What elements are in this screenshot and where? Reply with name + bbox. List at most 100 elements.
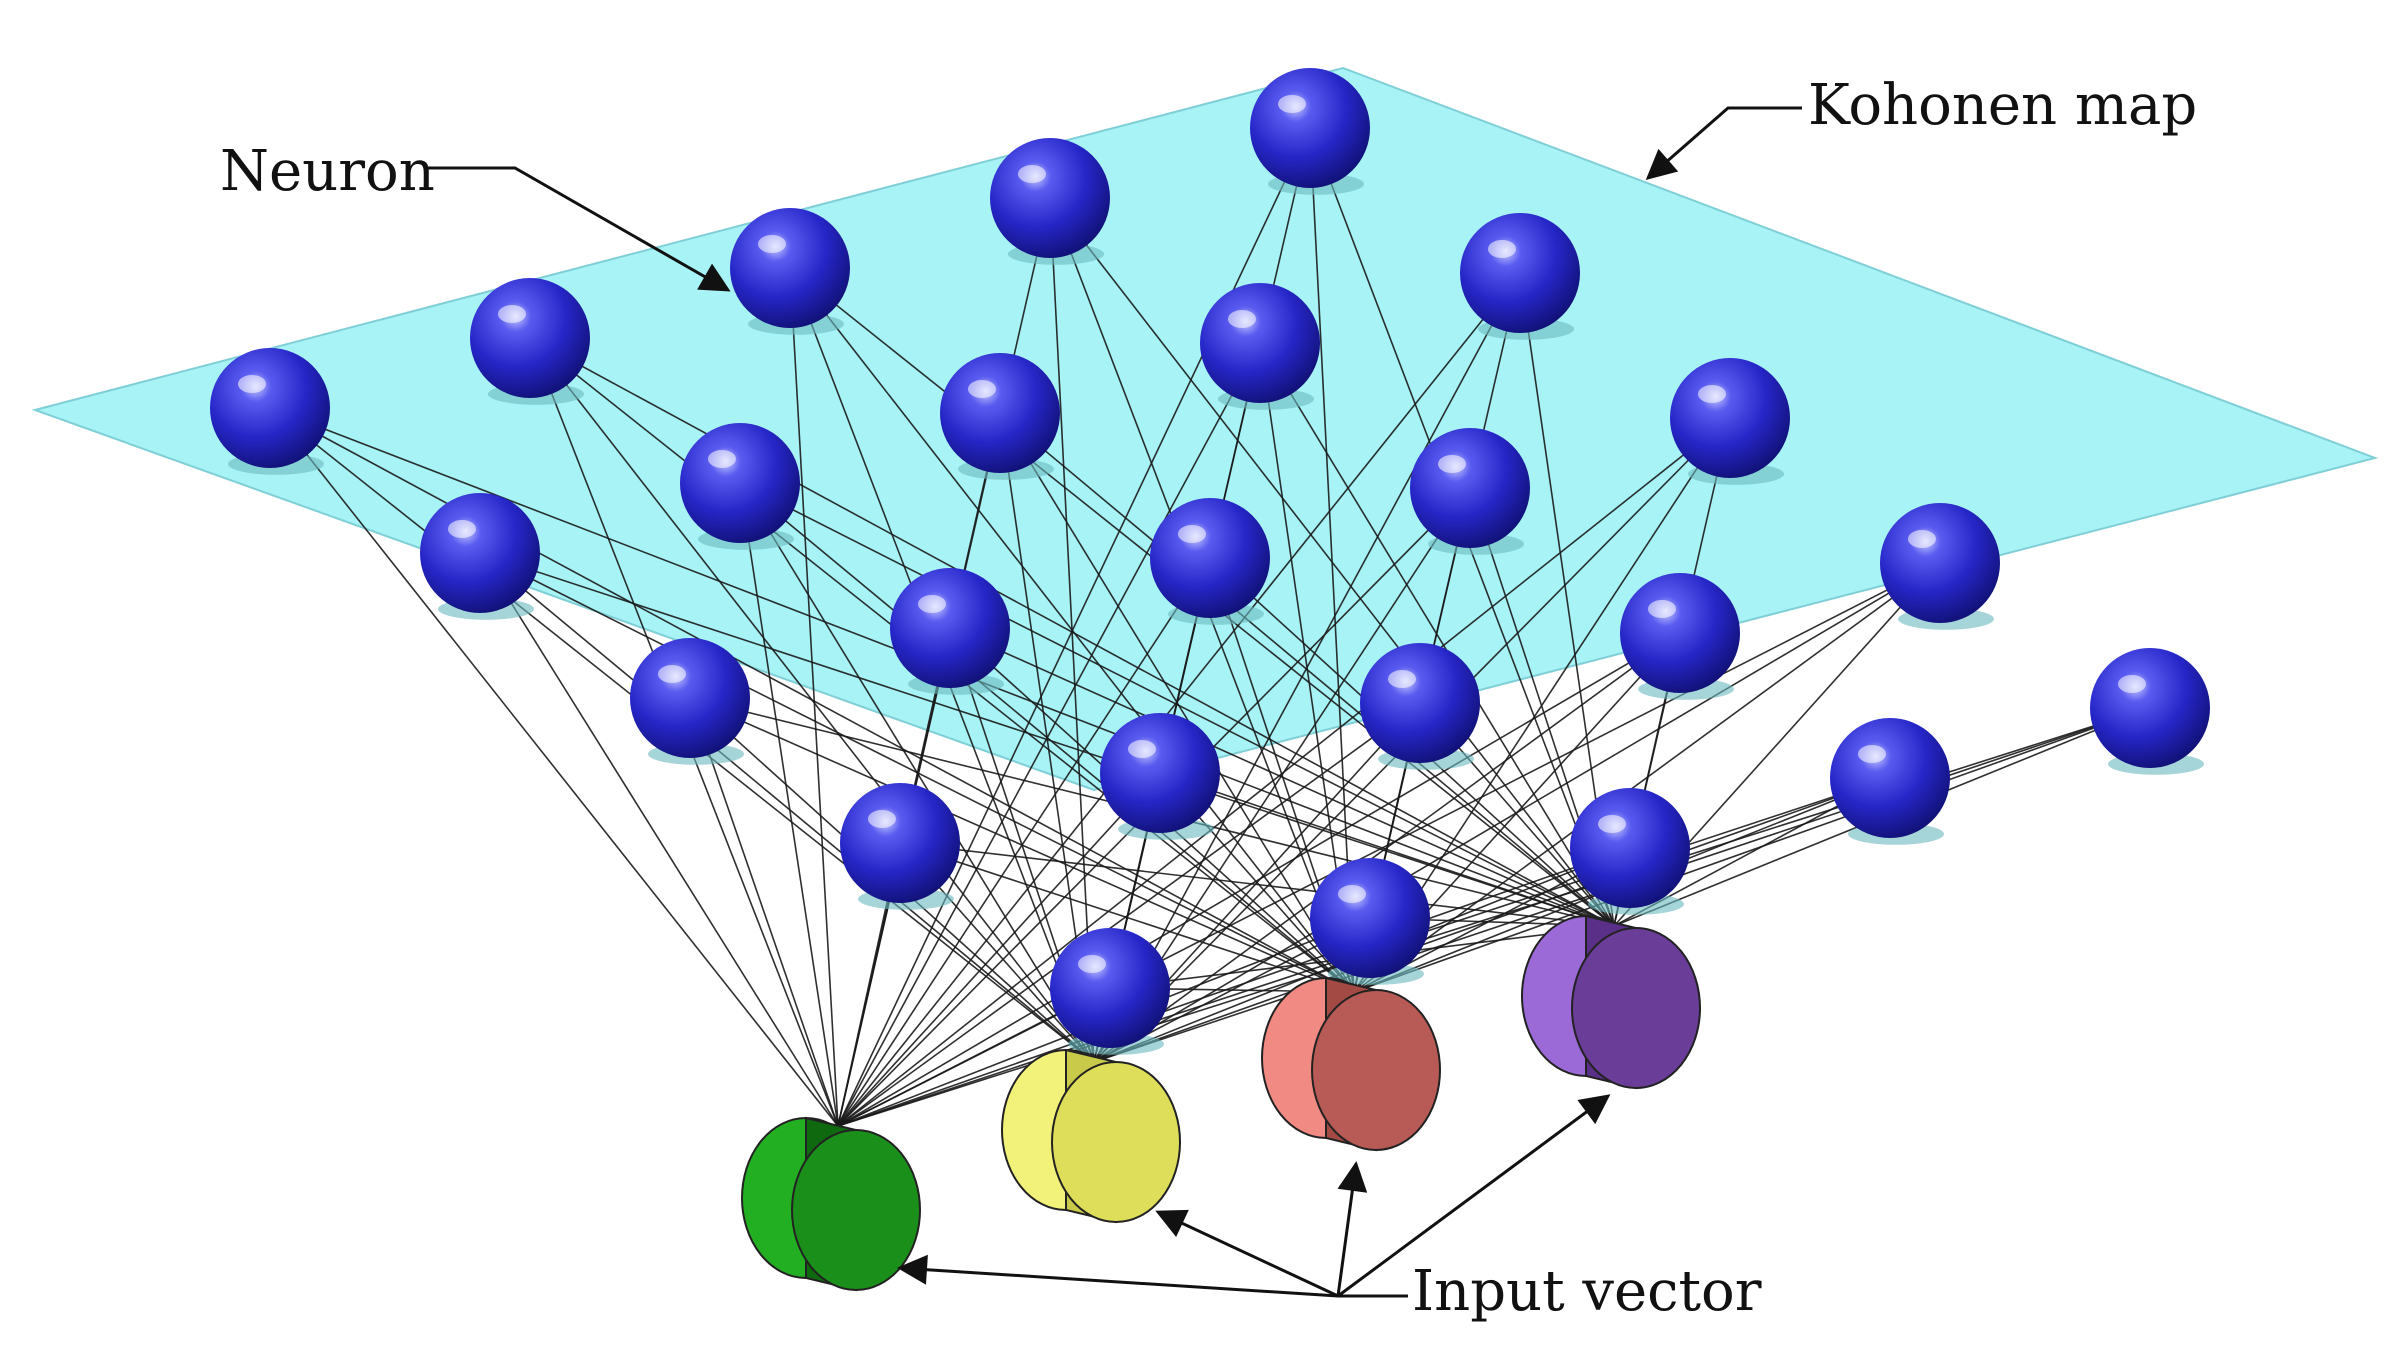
neuron-sphere [1410, 428, 1530, 555]
neuron-sphere [630, 638, 750, 765]
neuron-grid [210, 68, 2210, 1055]
arrow-to-yellow [1155, 1209, 1339, 1298]
neuron-highlight [918, 595, 946, 613]
neuron-highlight [1278, 95, 1306, 113]
input-node-green [741, 1116, 921, 1292]
connection-line [479, 552, 1095, 1063]
connection-line [1093, 562, 1941, 1063]
neuron-sphere [1050, 928, 1170, 1055]
arrow-to-green [897, 1254, 1339, 1298]
connection-line [689, 697, 839, 1127]
neuron-body [1310, 858, 1430, 978]
input-node-purple [1521, 914, 1701, 1090]
neuron-body [630, 638, 750, 758]
neuron-highlight [1338, 885, 1366, 903]
neuron-body [1620, 573, 1740, 693]
neuron-body [1880, 503, 2000, 623]
kohonen-map-label: Kohonen map [1808, 73, 2197, 138]
cylinder-front-face [1571, 927, 1701, 1089]
neuron-highlight [448, 520, 476, 538]
neuron-highlight [1488, 240, 1516, 258]
neuron-body [890, 568, 1010, 688]
neuron-callout: Neuron [220, 139, 731, 292]
neuron-highlight [968, 380, 996, 398]
connection-line [1353, 707, 2151, 993]
neuron-sphere [680, 423, 800, 550]
neuron-highlight [1018, 165, 1046, 183]
neuron-sphere [1310, 858, 1430, 985]
neuron-body [1100, 713, 1220, 833]
neuron-sphere [2090, 648, 2210, 775]
neuron-highlight [1228, 310, 1256, 328]
neuron-highlight [1858, 745, 1886, 763]
cylinder-front-face [791, 1129, 921, 1291]
neuron-body [1460, 213, 1580, 333]
neuron-body [730, 208, 850, 328]
neuron-highlight [708, 450, 736, 468]
neuron-highlight [1128, 740, 1156, 758]
neuron-highlight [1438, 455, 1466, 473]
neuron-body [1250, 68, 1370, 188]
connection-line [1093, 777, 1891, 1063]
input-vector-callout: Input vector [897, 1094, 1762, 1324]
kohonen-map-plane [31, 66, 2379, 792]
neuron-body [1050, 928, 1170, 1048]
neuron-highlight [2118, 675, 2146, 693]
connection-line [1093, 632, 1681, 1063]
neuron-sphere [1670, 358, 1790, 485]
connection-line [837, 417, 1731, 1127]
connection-line [1309, 127, 1355, 993]
neuron-body [840, 783, 960, 903]
connection-line [837, 557, 1211, 1127]
cylinder-front-face [1311, 989, 1441, 1151]
neuron-sphere [1200, 283, 1320, 410]
neuron-body [2090, 648, 2210, 768]
neuron-body [1200, 283, 1320, 403]
neuron-sphere [1150, 498, 1270, 625]
arrow-to-purple [1337, 1094, 1611, 1298]
connection-line [789, 267, 839, 1127]
neuron-highlight [1908, 530, 1936, 548]
neuron-highlight [498, 305, 526, 323]
neuron-sphere [940, 353, 1060, 480]
neuron-body [210, 348, 330, 468]
neuron-highlight [1178, 525, 1206, 543]
connection-line [837, 272, 1521, 1127]
neuron-body [1670, 358, 1790, 478]
neuron-highlight [1648, 600, 1676, 618]
neuron-sphere [730, 208, 850, 335]
connection-line [837, 702, 1421, 1127]
neuron-sphere [840, 783, 960, 910]
kohonen-map-leader-arrow [1645, 106, 1802, 180]
neuron-sphere [1620, 573, 1740, 700]
neuron-highlight [1078, 955, 1106, 973]
neuron-sphere [1570, 788, 1690, 915]
neuron-sphere [1880, 503, 2000, 630]
neuron-highlight [868, 810, 896, 828]
neuron-body [1570, 788, 1690, 908]
neuron-body [940, 353, 1060, 473]
neuron-body [420, 493, 540, 613]
arrow-to-red [1336, 1161, 1368, 1297]
connection-line [269, 407, 839, 1127]
neuron-highlight [658, 665, 686, 683]
neuron-body [990, 138, 1110, 258]
neuron-sphere [470, 278, 590, 405]
connection-line [837, 772, 1161, 1127]
neuron-leader-arrow [425, 166, 731, 292]
cylinder-front-face [1051, 1061, 1181, 1223]
neuron-body [1830, 718, 1950, 838]
neuron-body [470, 278, 590, 398]
neuron-sphere [1460, 213, 1580, 340]
neuron-sphere [1360, 643, 1480, 770]
connection-line [837, 847, 1631, 1127]
neuron-sphere [1830, 718, 1950, 845]
input-node-yellow [1001, 1048, 1181, 1224]
connection-line [837, 342, 1261, 1127]
neuron-body [1150, 498, 1270, 618]
neuron-highlight [238, 375, 266, 393]
connection-line [529, 337, 1095, 1063]
neuron-highlight [1598, 815, 1626, 833]
neuron-highlight [1698, 385, 1726, 403]
